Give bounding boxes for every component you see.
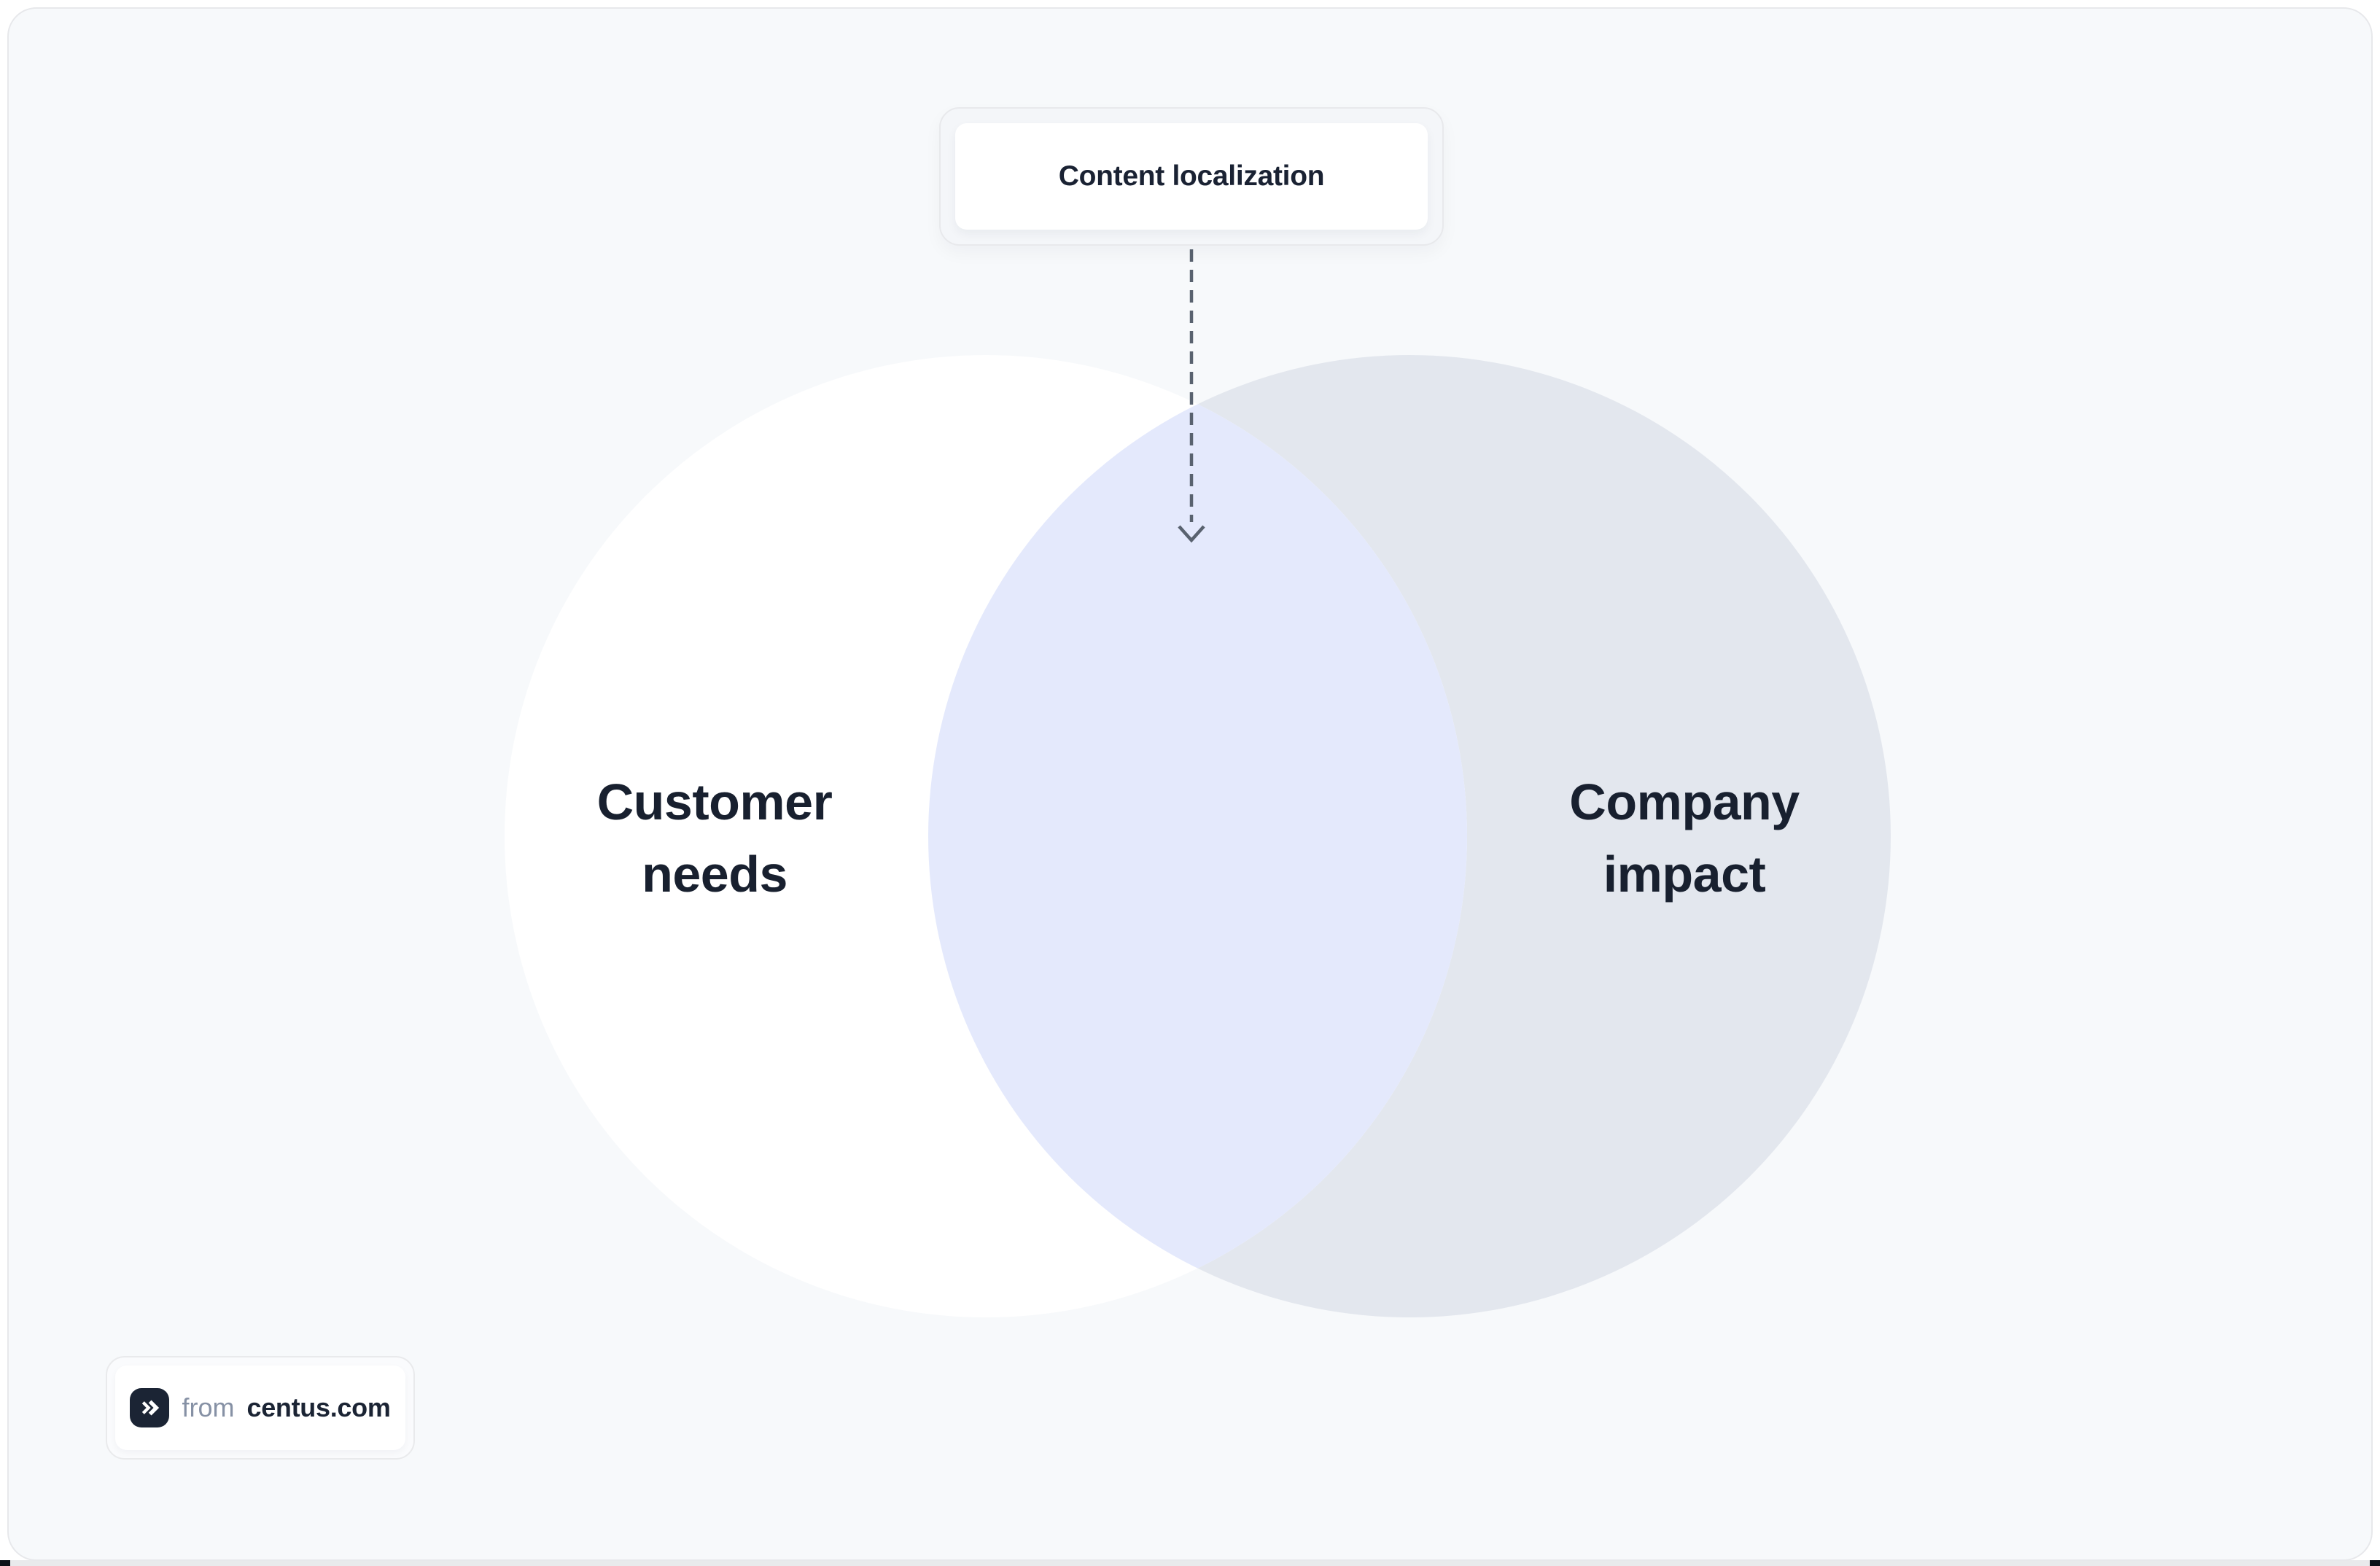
callout-inner-card: Content localization — [955, 123, 1428, 230]
attribution-site: centus.com — [246, 1392, 391, 1422]
attribution-badge[interactable]: from centus.com — [106, 1356, 415, 1460]
bottom-edge-strip — [0, 1560, 2380, 1566]
attribution-badge-inner: from centus.com — [115, 1366, 405, 1450]
callout-label: Content localization — [1058, 160, 1325, 192]
venn-overlap-region — [928, 355, 1467, 1317]
company-impact-label: Company impact — [1569, 774, 1800, 903]
arrow-down-icon — [1178, 525, 1205, 543]
callout-box: Content localization — [939, 107, 1444, 246]
attribution-prefix: from — [182, 1392, 235, 1422]
customer-needs-label: Customer needs — [596, 774, 833, 903]
double-chevron-right-icon — [130, 1388, 170, 1427]
bottom-left-dark-corner — [0, 1560, 10, 1566]
bottom-right-dark-corner — [2370, 1560, 2380, 1566]
